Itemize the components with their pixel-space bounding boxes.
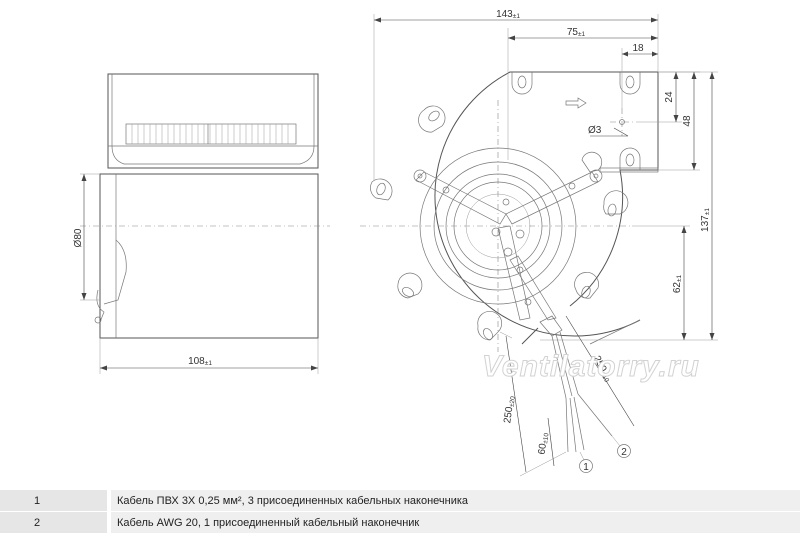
legend-row: 1 Кабель ПВХ 3Х 0,25 мм², 3 присоединенн… <box>0 490 800 512</box>
offset-48-label: 48 <box>682 115 693 127</box>
legend-number: 2 <box>0 512 109 533</box>
legend-row: 2 Кабель AWG 20, 1 присоединенный кабель… <box>0 512 800 533</box>
hole-diameter-label: Ø3 <box>588 125 602 136</box>
legend-number: 1 <box>0 490 109 512</box>
overall-width-label: 143±1 <box>496 9 520 20</box>
legend-text: Кабель ПВХ 3Х 0,25 мм², 3 присоединенных… <box>109 490 800 512</box>
legend-text: Кабель AWG 20, 1 присоединенный кабельны… <box>109 512 800 533</box>
side-width-label: 108±1 <box>188 356 212 367</box>
cable-60-label: 60±10 <box>537 432 551 456</box>
cable-250a-label: 250±20 <box>502 395 517 424</box>
height-137-label: 137±1 <box>700 208 711 232</box>
offset-75-label: 75±1 <box>567 27 586 38</box>
height-62-label: 62±1 <box>672 274 683 293</box>
watermark: Ventilatorry.ru <box>482 350 700 383</box>
callout-1: 1 <box>583 462 589 473</box>
offset-18-label: 18 <box>632 43 644 54</box>
side-view: Ø80 108±1 <box>73 74 330 374</box>
technical-drawing: Ø80 108±1 <box>0 0 800 487</box>
inlet-diameter-label: Ø80 <box>73 228 84 247</box>
offset-24-label: 24 <box>664 91 675 103</box>
front-view: Ø3 143±1 75±1 18 24 48 137±1 <box>360 9 718 476</box>
callout-2: 2 <box>621 447 627 458</box>
legend-table: 1 Кабель ПВХ 3Х 0,25 мм², 3 присоединенн… <box>0 489 800 533</box>
